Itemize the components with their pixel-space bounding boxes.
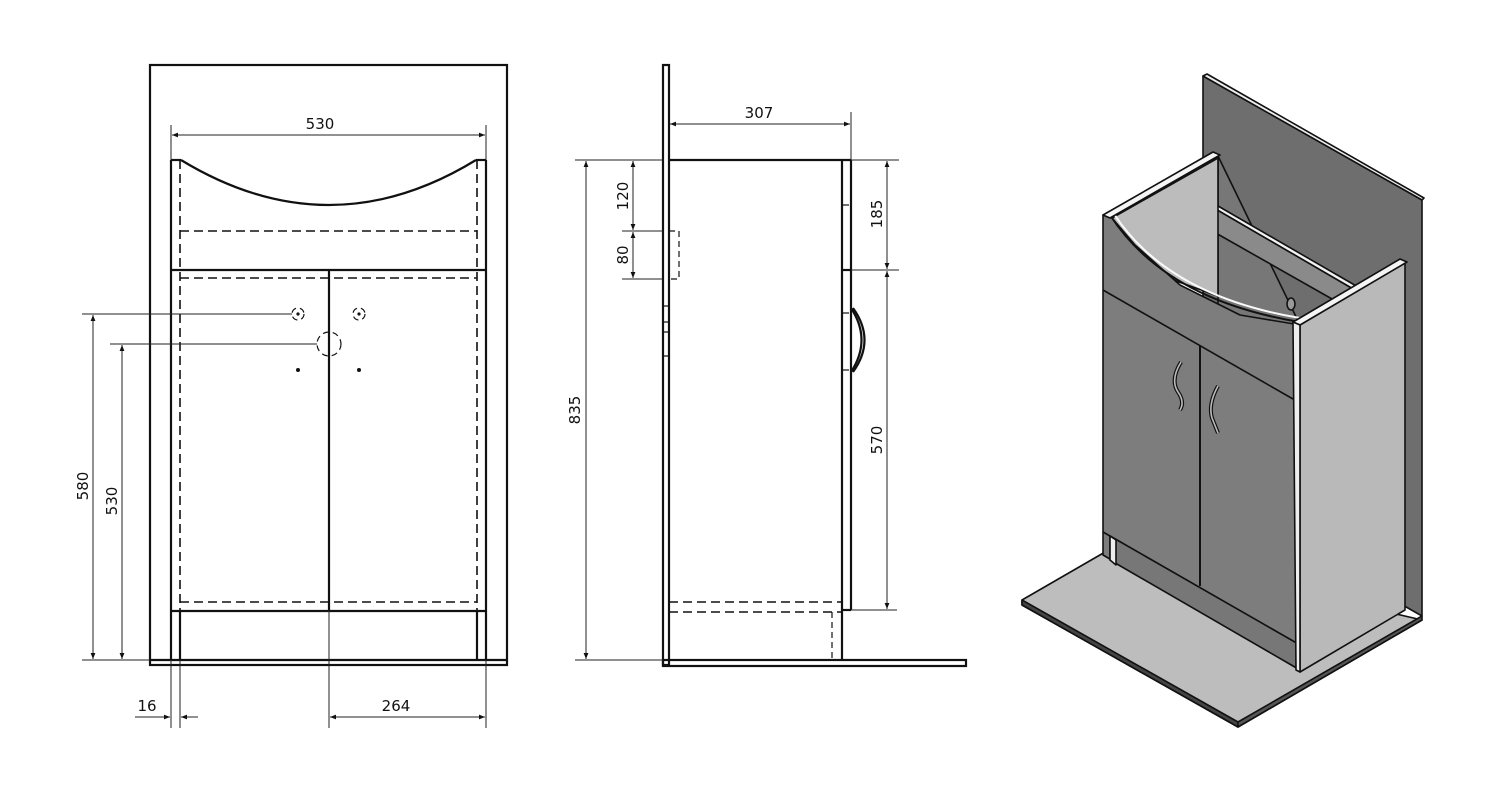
- dim-waste-height: 530: [103, 487, 121, 516]
- side-view: 307 835 120 80 185 570: [566, 63, 968, 668]
- dim-rail-height: 80: [614, 245, 632, 264]
- dim-panel-thickness: 16: [137, 697, 156, 715]
- front-view: 530 580 530 16 264: [74, 63, 509, 728]
- dim-top-offset: 120: [614, 182, 632, 211]
- handle-holes: [291, 307, 366, 372]
- isometric-view: [1021, 73, 1425, 728]
- dim-door-width: 264: [382, 697, 411, 715]
- wall-section: [661, 63, 671, 667]
- handle-profile: [850, 307, 863, 373]
- dim-depth: 307: [745, 104, 774, 122]
- drain-hole: [316, 331, 342, 357]
- floor-section: [661, 658, 968, 668]
- dim-basin-height: 185: [868, 200, 886, 229]
- right-side-panel-3d: [1299, 261, 1406, 673]
- drain-hole-3d: [1286, 297, 1296, 311]
- dim-width: 530: [306, 115, 335, 133]
- dim-door-height: 570: [868, 426, 886, 455]
- basin-curve: [180, 159, 477, 206]
- dim-drain-height: 580: [74, 472, 92, 501]
- dim-total-height: 835: [566, 396, 584, 425]
